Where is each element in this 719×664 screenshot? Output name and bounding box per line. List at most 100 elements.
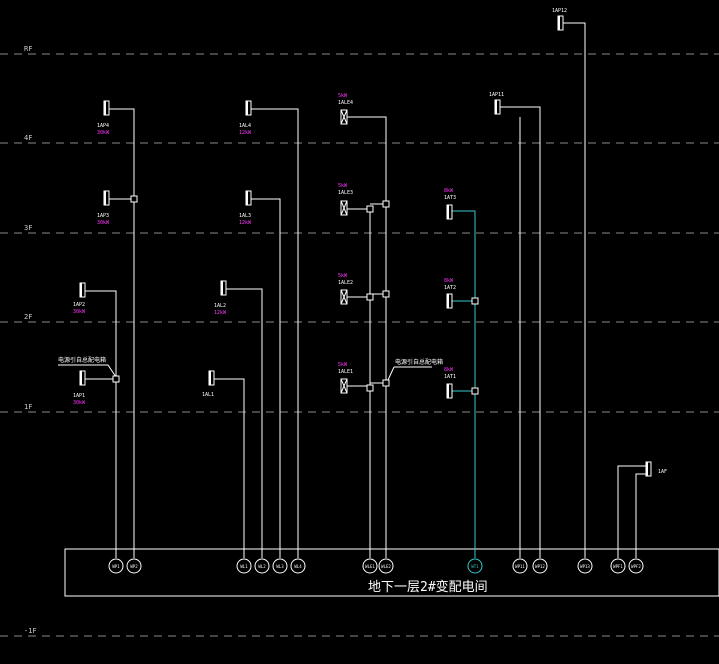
panel-cross <box>340 289 348 305</box>
feeder-circle <box>610 558 626 574</box>
riser-cyan <box>452 210 476 558</box>
panel-box-fill <box>246 191 248 205</box>
leader-mid-b <box>387 366 395 381</box>
feeder-label: WT1 <box>471 564 479 569</box>
feeder-circle <box>290 558 306 574</box>
feeder-circle <box>378 558 394 574</box>
feeder-wp2: WP2 <box>126 558 142 574</box>
panel-label: 1ALE2 <box>338 280 353 286</box>
panel-label: 1AP1 <box>73 393 85 399</box>
panel-1af: 1AF <box>645 461 667 477</box>
junction <box>366 205 374 213</box>
junction <box>130 195 138 203</box>
riser-1at3 <box>452 210 476 558</box>
panel-label: 1AP2 <box>73 302 85 308</box>
panel-tag: 8kW <box>444 367 454 373</box>
panel-tag: 5kW <box>338 93 348 99</box>
feeder-circle <box>272 558 288 574</box>
feeder-circle <box>126 558 142 574</box>
panel-box-fill <box>447 294 449 308</box>
junction <box>112 375 120 383</box>
panel-tag: 8kW <box>444 278 454 284</box>
riser-1af-a <box>617 465 650 558</box>
panel-boxes: 1AP430kW1AP330kW1AP230kW1AP130kW1AL412kW… <box>73 8 667 477</box>
leader-left <box>58 364 117 378</box>
feeder-wpf2: WPF2 <box>628 558 644 574</box>
riser-1al2 <box>225 288 263 558</box>
note-left: 电源引自总配电箱 <box>58 356 106 364</box>
feeder-circle <box>577 558 593 574</box>
panel-label: 1AP3 <box>97 213 109 219</box>
panel-1ap11: 1AP11 <box>489 92 504 115</box>
floor-label-rf: RF <box>24 45 32 53</box>
panel-box-fill <box>221 281 223 295</box>
panel-box-fill <box>80 283 82 297</box>
feeder-label: WLE2 <box>381 564 391 569</box>
panel-label: 1AT2 <box>444 285 456 291</box>
panel-cross <box>340 378 348 394</box>
feeder-circles: WP1 WP2 WL1 WL2 WL3 WL4 WLE1 WLE2 WT1 WP11 WP12 WP1… <box>108 558 644 574</box>
panel-cross <box>340 109 348 125</box>
feeder-wl3: WL3 <box>272 558 288 574</box>
floor-lines <box>0 53 719 637</box>
panel-box-fill <box>80 371 82 385</box>
feeder-label: WPF2 <box>631 564 641 569</box>
panel-label: 1AP12 <box>552 8 567 14</box>
panel-label: 1ALE4 <box>338 100 353 106</box>
feeder-label: WL1 <box>240 564 248 569</box>
panel-tag: 30kW <box>97 220 110 226</box>
panel-label: 1AP11 <box>489 92 504 98</box>
panel-label: 1AL3 <box>239 213 251 219</box>
panel-box-fill <box>558 16 560 30</box>
panel-tag: 5kW <box>338 183 348 189</box>
feeder-wp13: WP13 <box>577 558 593 574</box>
feeder-circle <box>628 558 644 574</box>
junction <box>366 293 374 301</box>
feeder-wt1: WT1 <box>467 558 483 574</box>
junction <box>471 297 479 305</box>
panel-1ap12: 1AP12 <box>552 8 567 31</box>
panel-tag: 30kW <box>97 130 110 136</box>
feeder-wp12: WP12 <box>532 558 548 574</box>
riser-1ale4 <box>347 116 387 558</box>
feeder-wl2: WL2 <box>254 558 270 574</box>
panel-label: 1ALE1 <box>338 369 353 375</box>
panel-box-fill <box>447 205 449 219</box>
floor-label-1f: 1F <box>24 403 32 411</box>
substation-label: 地下一层2#变配电间 <box>368 579 488 595</box>
feeder-label: WL4 <box>294 564 302 569</box>
feeder-wl1: WL1 <box>236 558 252 574</box>
panel-label: 1AT3 <box>444 195 456 201</box>
junctions <box>112 195 479 395</box>
junction <box>471 387 479 395</box>
riser-1ap2 <box>84 290 117 558</box>
feeder-label: WLE1 <box>365 564 375 569</box>
feeder-label: WL3 <box>276 564 284 569</box>
panel-box-fill <box>104 191 106 205</box>
feeder-label: WP1 <box>112 564 120 569</box>
panel-box-fill <box>209 371 211 385</box>
riser-1ap11 <box>499 106 541 558</box>
riser-1al1 <box>213 378 245 558</box>
panel-label: 1AL2 <box>214 303 226 309</box>
panel-box-fill <box>646 462 648 476</box>
floor-labels: RF 4F 3F 2F 1F -1F <box>24 45 37 635</box>
panel-label: 1AT1 <box>444 374 456 380</box>
feeder-label: WP2 <box>130 564 138 569</box>
feeder-wp11: WP11 <box>512 558 528 574</box>
feeder-wpf1: WPF1 <box>610 558 626 574</box>
junction <box>382 379 390 387</box>
feeder-label: WP11 <box>515 564 525 569</box>
junction <box>382 290 390 298</box>
panel-tag: 5kW <box>338 273 348 279</box>
